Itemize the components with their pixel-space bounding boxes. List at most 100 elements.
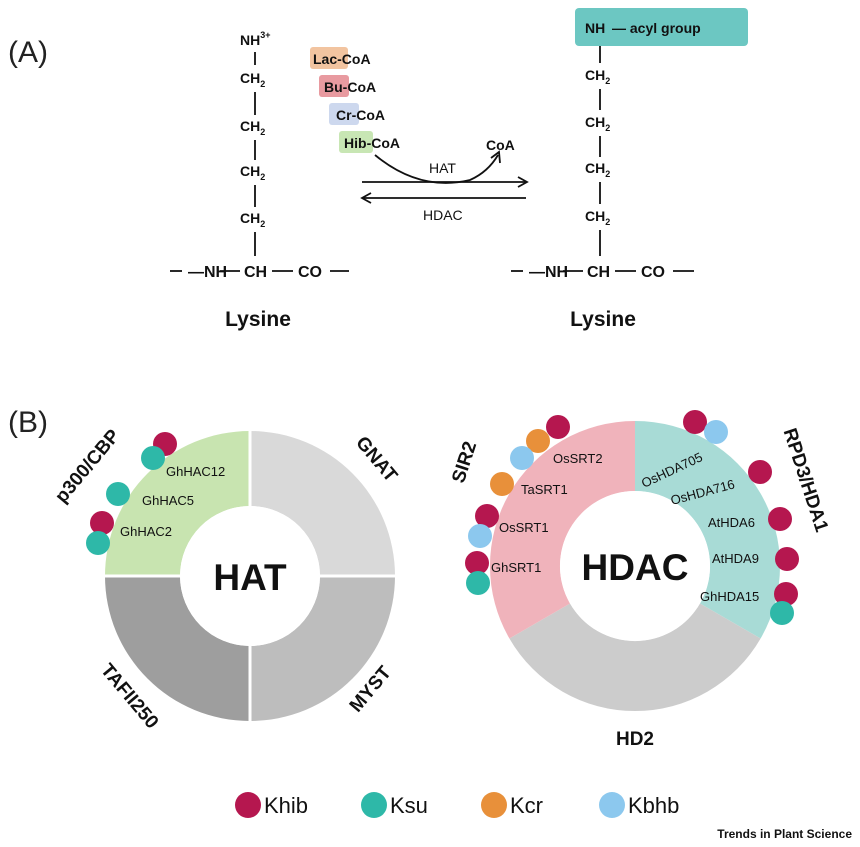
enzyme-ossrt1: OsSRT1 xyxy=(499,520,549,535)
backbone-right: —NH CH CO xyxy=(511,264,694,281)
hdac-segment-sir2 xyxy=(489,421,635,639)
hdac-ring: HDAC SIR2 RPD3/HDA1 HD2 OsSRT2 TaSRT1 Os… xyxy=(448,410,832,750)
legend-kbhb-label: Kbhb xyxy=(628,793,679,818)
enzyme-tasrt1: TaSRT1 xyxy=(521,482,568,497)
coa-release-arrow xyxy=(374,154,499,184)
forward-arrowhead xyxy=(517,176,529,188)
ch2-r2: CH2 xyxy=(585,114,610,133)
mark-oshda716-khib xyxy=(748,460,772,484)
ch2-r1: CH2 xyxy=(585,67,610,86)
enzyme-ghsrt1: GhSRT1 xyxy=(491,560,541,575)
backbone-right-co: CO xyxy=(641,264,665,281)
backbone-ch: CH xyxy=(244,264,267,281)
ch2-4: CH2 xyxy=(240,210,265,229)
reaction-arrows: CoA HAT HDAC xyxy=(360,137,529,223)
enzyme-ghhda15: GhHDA15 xyxy=(700,589,759,604)
methylene-chain-right: CH2 CH2 CH2 CH2 xyxy=(585,46,610,256)
enzyme-athda9: AtHDA9 xyxy=(712,551,759,566)
acyl-coa-donors: Lac-CoA Bu-CoA Cr-CoA Hib-CoA xyxy=(310,47,400,153)
panel-b-label: (B) xyxy=(8,406,48,439)
coa-release-arrowhead xyxy=(490,150,501,164)
donor-cr-coa: Cr-CoA xyxy=(329,103,385,125)
backbone-co: CO xyxy=(298,264,322,281)
ch2-1: CH2 xyxy=(240,70,265,89)
mark-ghhda15-khib xyxy=(774,582,798,606)
coa-product-label: CoA xyxy=(486,137,515,153)
backbone-right-nh: —NH xyxy=(529,264,568,281)
mark-ossrt2-kbhb xyxy=(510,446,534,470)
donor-hib-coa: Hib-CoA xyxy=(339,131,400,153)
lysine-left: NH3+ CH2 CH2 CH2 CH2 —NH CH CO Lysine xyxy=(170,30,349,331)
mark-ghhac2-khib xyxy=(90,511,114,535)
legend-kcr-swatch xyxy=(481,792,507,818)
enzyme-athda6: AtHDA6 xyxy=(708,515,755,530)
donor-lac-label: Lac-CoA xyxy=(313,51,371,67)
family-label-hd2: HD2 xyxy=(616,729,654,750)
reverse-arrowhead xyxy=(360,192,372,204)
hat-segment-p300-cbp xyxy=(105,431,250,576)
mark-athda9-khib xyxy=(775,547,799,571)
mark-ghhac12-ksu xyxy=(141,446,165,470)
legend-khib-swatch xyxy=(235,792,261,818)
hat-ring: HAT p300/CBP GNAT MYST TAFII250 GhHAC12 … xyxy=(51,425,401,733)
hat-segment-gnat xyxy=(250,431,395,576)
donor-hib-label: Hib-CoA xyxy=(344,135,400,151)
mark-ossrt2-kcr xyxy=(526,429,550,453)
lysine-right: NH — acyl group CH2 CH2 CH2 CH2 —NH CH C… xyxy=(511,8,748,331)
donor-cr-label: Cr-CoA xyxy=(336,107,385,123)
hdac-segment-rpd3-hda1 xyxy=(635,421,781,639)
enzyme-ghhac5: GhHAC5 xyxy=(142,493,194,508)
lysine-right-title: Lysine xyxy=(570,308,636,331)
mark-ossrt2-khib xyxy=(546,415,570,439)
hdac-arrow-label: HDAC xyxy=(423,207,463,223)
hdac-segment-hd2 xyxy=(509,603,761,712)
donor-lac-coa: Lac-CoA xyxy=(310,47,371,69)
donor-bu-coa: Bu-CoA xyxy=(319,75,376,97)
legend-khib-label: Khib xyxy=(264,793,308,818)
mark-oshda705-khib xyxy=(683,410,707,434)
ch2-2: CH2 xyxy=(240,118,265,137)
ch2-3: CH2 xyxy=(240,163,265,182)
donor-cr-box xyxy=(329,103,359,125)
enzyme-ghhac12: GhHAC12 xyxy=(166,464,225,479)
family-label-sir2: SIR2 xyxy=(448,439,481,486)
backbone-nh: —NH xyxy=(188,264,227,281)
enzyme-ghhac2: GhHAC2 xyxy=(120,524,172,539)
ch2-r3: CH2 xyxy=(585,160,610,179)
acyl-nh: NH xyxy=(585,20,605,36)
hat-segment-myst xyxy=(250,576,395,721)
legend-kbhb-swatch xyxy=(599,792,625,818)
legend-ksu-label: Ksu xyxy=(390,793,428,818)
hat-arrow-label: HAT xyxy=(429,160,456,176)
legend-ksu-swatch xyxy=(361,792,387,818)
mark-ghhac5-ksu xyxy=(106,482,130,506)
mark-ghhda15-ksu xyxy=(770,601,794,625)
backbone-right-ch: CH xyxy=(587,264,610,281)
ch2-r4: CH2 xyxy=(585,208,610,227)
mark-ghhac2-ksu xyxy=(86,531,110,555)
lysine-left-title: Lysine xyxy=(225,308,291,331)
donor-lac-box xyxy=(310,47,348,69)
mark-tasrt1-kcr xyxy=(490,472,514,496)
donor-bu-label: Bu-CoA xyxy=(324,79,376,95)
donor-bu-box xyxy=(319,75,349,97)
methylene-chain: CH2 CH2 CH2 CH2 xyxy=(240,52,265,256)
donor-hib-box xyxy=(339,131,373,153)
mark-ossrt1-kbhb xyxy=(468,524,492,548)
family-label-gnat: GNAT xyxy=(351,433,401,487)
legend-kcr-label: Kcr xyxy=(510,793,543,818)
mark-oshda705-kbhb xyxy=(704,420,728,444)
mark-ghsrt1-ksu xyxy=(466,571,490,595)
hdac-center-label: HDAC xyxy=(582,547,689,588)
acyl-group-label: — acyl group xyxy=(612,20,701,36)
amine-group: NH3+ xyxy=(240,30,271,48)
mark-ghsrt1-khib xyxy=(465,551,489,575)
hat-center-label: HAT xyxy=(213,557,287,598)
acyl-group-box xyxy=(575,8,748,46)
journal-footer: Trends in Plant Science xyxy=(717,827,852,841)
hat-segment-tafii250 xyxy=(105,576,250,721)
mark-athda6-khib xyxy=(768,507,792,531)
legend: Khib Ksu Kcr Kbhb xyxy=(235,792,679,818)
mark-ossrt1-khib xyxy=(475,504,499,528)
